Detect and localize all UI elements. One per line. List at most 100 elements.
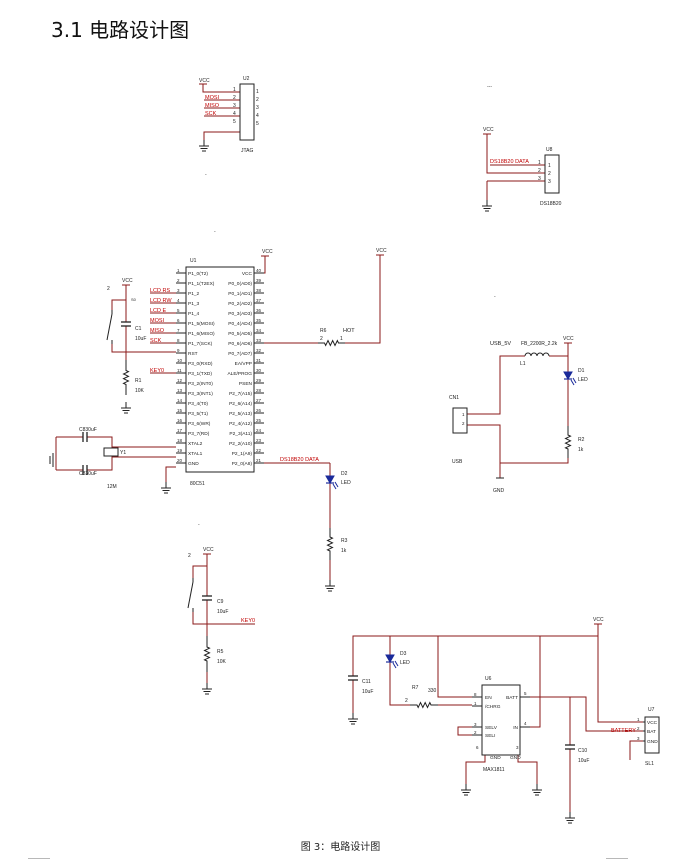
charger-batt-wire xyxy=(530,696,571,745)
stray-mark: - xyxy=(214,229,216,235)
charger-top-bus xyxy=(352,624,599,676)
ds18b20-inner-pin: 1 xyxy=(548,163,551,169)
key-top-wire xyxy=(192,554,208,578)
reset-cap-ref: C1 xyxy=(135,326,142,332)
charger-ic-body xyxy=(481,684,521,756)
reset-res-val: 10K xyxy=(135,388,145,394)
mcu-right-pin-name: P0_7(AD7) xyxy=(228,351,252,357)
mcu-right-pin-num: 34 xyxy=(256,328,262,333)
jtag-net-label: SCK xyxy=(205,111,217,117)
mcu-left-pin-num: 16 xyxy=(177,418,183,423)
crystal-val: 12M xyxy=(107,484,117,490)
mcu-right-pin-num: 26 xyxy=(256,408,262,413)
charger-vcc-label: VCC xyxy=(593,617,604,623)
page-corner-right xyxy=(606,858,628,859)
mcu-right-pin-num: 23 xyxy=(256,438,262,443)
jtag-name: JTAG xyxy=(241,148,254,154)
usb-led-val: LED xyxy=(578,377,588,383)
charger-ic-left-name: /CHRG xyxy=(485,704,501,710)
usb-conn-ref: CN1 xyxy=(449,395,459,401)
mcu-left-pin-num: 17 xyxy=(177,428,183,433)
key-switch-blade xyxy=(187,581,194,609)
mcu-body xyxy=(185,266,255,473)
crystal-xtal1-wire xyxy=(87,456,176,471)
mcu-part: 80C51 xyxy=(190,481,205,487)
stray-mark: --- xyxy=(487,84,492,90)
reset-resistor xyxy=(122,360,130,395)
usb-gnd-wire xyxy=(467,424,569,464)
hot-res-ref: R6 xyxy=(320,328,327,334)
mcu-right-pin-num: 30 xyxy=(256,368,262,373)
mcu-right-pin-name: P2_4(A12) xyxy=(229,421,252,427)
key-switch-pin: 2 xyxy=(188,553,191,559)
mcu-right-pin-name: P0_3(AD3) xyxy=(228,311,252,317)
ds18b20-body xyxy=(544,154,560,194)
charger-ic-left-num: 8 xyxy=(474,692,477,697)
jtag-inner-pin: 4 xyxy=(256,113,259,119)
charger-batt-name: SL1 xyxy=(645,761,654,767)
mcu-left-pin-num: 13 xyxy=(177,388,183,393)
mcu-left-pin-num: 12 xyxy=(177,378,183,383)
charger-res-ref: R7 xyxy=(412,685,419,691)
jtag-designator: U2 xyxy=(243,76,250,82)
mcu-ds-label: DS18B20 DATA xyxy=(280,457,319,463)
mcu-right-pin-name: P0_0(AD0) xyxy=(228,281,252,287)
mcu-left-pin-num: 1 xyxy=(177,268,180,273)
usb-inductor-coil xyxy=(542,352,550,357)
key-cap-ref: C9 xyxy=(217,599,224,605)
mcu-right-pin-name: P2_3(A11) xyxy=(229,431,252,437)
reset-switch-pin: 2 xyxy=(107,286,110,292)
reset-cap-val: 10uF xyxy=(135,336,146,342)
mcu-left-net-label: LCD RS xyxy=(150,288,171,294)
mcu-left-pin-num: 14 xyxy=(177,398,183,403)
charger-ic-bottom-num: 6 xyxy=(476,745,479,750)
charger-ic-bottom-name: GND xyxy=(510,755,521,761)
charger-led-to-res xyxy=(389,662,410,706)
mcu-right-pin-num: 28 xyxy=(256,388,262,393)
mcu-left-net-label: SCK xyxy=(150,338,162,344)
mcu-right-pin-num: 27 xyxy=(256,398,262,403)
usb-res-val: 1k xyxy=(578,447,584,453)
mcu-right-pin-name: EA/VPP xyxy=(235,361,252,367)
usb-vcc-label: VCC xyxy=(563,336,574,342)
charger-ic-left-num: 2 xyxy=(474,730,477,735)
usb-led-icon xyxy=(563,371,573,381)
led2-resistor xyxy=(326,528,334,560)
mcu-left-net-label: MISO xyxy=(150,328,165,334)
charger-ic-left-num: 3 xyxy=(474,722,477,727)
mcu-left-net-label: LCD E xyxy=(150,308,167,314)
usb-connector-body xyxy=(452,407,468,434)
mcu-left-pin-num: 2 xyxy=(177,278,180,283)
symbols xyxy=(49,83,660,824)
key-net-label: KEY0 xyxy=(241,618,255,624)
key-res-ref: R5 xyxy=(217,649,224,655)
mcu-left-pin-num: 10 xyxy=(177,358,183,363)
mcu-left-pin-name: P3_3(INT1) xyxy=(188,391,213,397)
jtag-inner-pin: 5 xyxy=(256,121,259,127)
stray-mark: - xyxy=(494,294,496,300)
usb-led-ref: D1 xyxy=(578,368,585,374)
ds18b20-name: DS18B20 xyxy=(540,201,562,207)
usb-led-icon-ray1 xyxy=(572,377,577,384)
ds18b20-pin-num: 1 xyxy=(538,160,541,166)
hot-resistor xyxy=(318,339,345,347)
mcu-right-pin-name: P2_1(A9) xyxy=(232,451,253,457)
ds18b20-net-label: DS18B20 DATA xyxy=(490,159,529,165)
ds18b20-vcc-wire xyxy=(486,134,545,174)
charger-ic-right-name: IN xyxy=(513,725,518,731)
mcu-left-pin-num: 4 xyxy=(177,298,180,303)
ds18b20-vcc-label: VCC xyxy=(483,127,494,133)
charger-led-ref: D3 xyxy=(400,651,407,657)
hot-pin-a: 2 xyxy=(320,336,323,342)
jtag-inner-pin: 1 xyxy=(256,89,259,95)
mcu-left-pin-num: 18 xyxy=(177,438,183,443)
mcu-vcc-wire xyxy=(264,256,266,274)
reset-res-ref: R1 xyxy=(135,378,142,384)
mcu-left-pin-name: P3_5(T1) xyxy=(188,411,208,417)
mcu-right-pin-name: P0_1(AD1) xyxy=(228,291,252,297)
charger-en-wire xyxy=(437,636,472,698)
jtag-inner-pin: 3 xyxy=(256,105,259,111)
reset-vcc-label: VCC xyxy=(122,278,133,284)
usb-pin-1: 1 xyxy=(462,412,465,417)
